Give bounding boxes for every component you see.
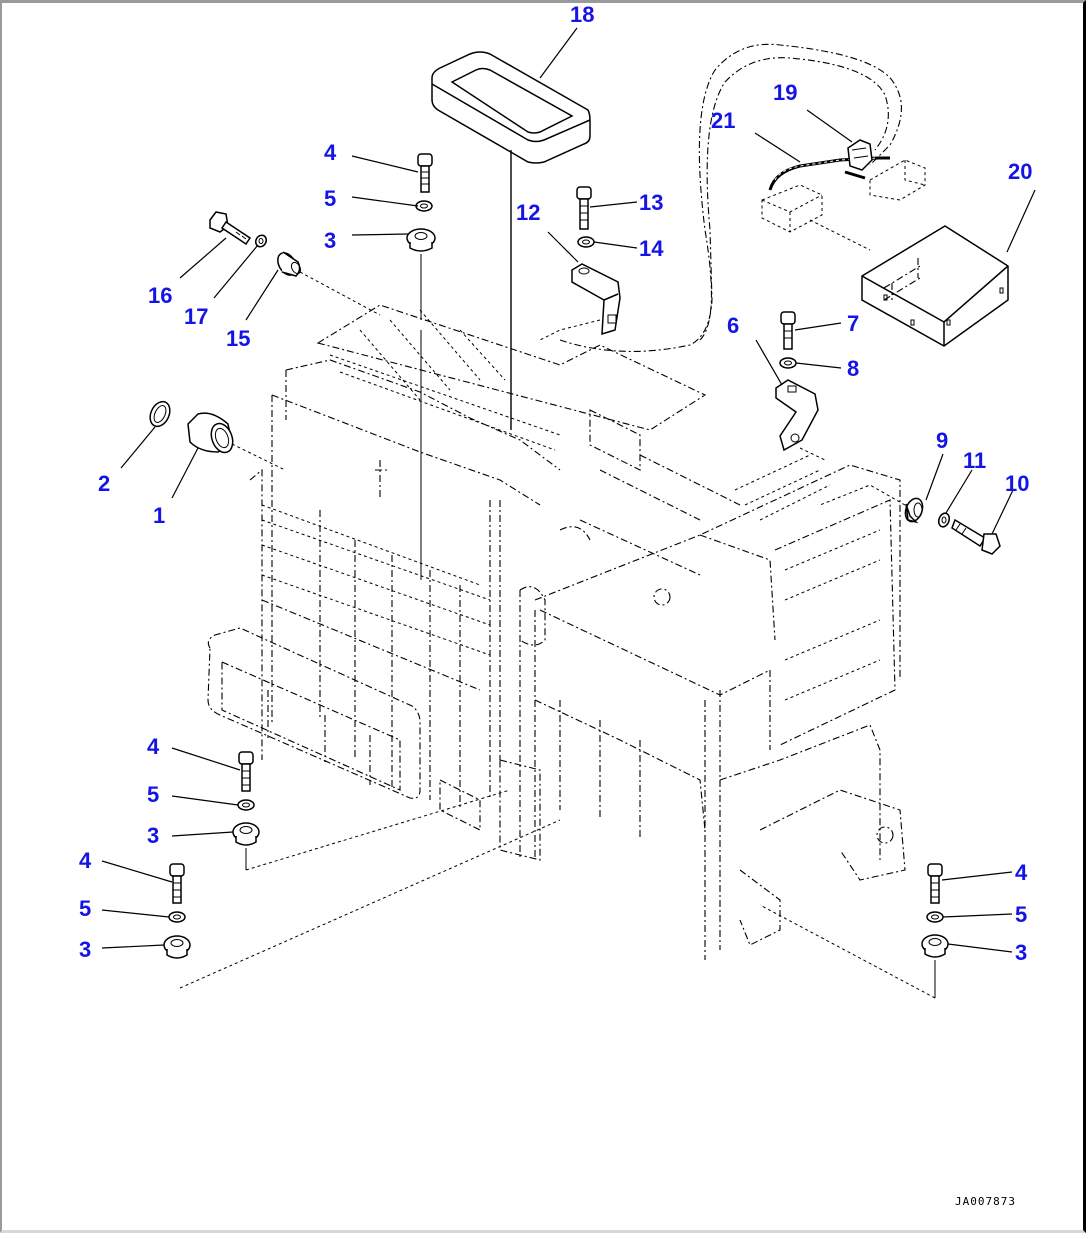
callout-21: 21 [711,108,735,133]
bolt-part-13[interactable] [576,186,592,230]
bracket-part-6[interactable] [775,379,819,452]
washer-part-11[interactable] [937,512,951,529]
leader-lines [101,27,1036,953]
ac-unit-body [207,304,906,960]
bracket-part-12[interactable] [571,263,621,336]
axis-line-9 [819,484,906,506]
callout-9: 9 [936,428,948,453]
grommet-part-3-left-b[interactable] [163,935,191,959]
grommet-part-3-top[interactable] [406,228,436,252]
callout-labels: 18 4 5 3 16 17 15 12 13 14 6 7 8 2 1 9 1… [79,2,1032,965]
axis-line-20 [809,219,871,251]
mount-line-right [759,904,936,999]
callout-15: 15 [226,326,250,351]
washer-part-5-top[interactable] [415,200,433,212]
clip-part-19[interactable] [844,139,873,180]
grommet-part-15[interactable] [274,250,302,279]
callout-4-left-b: 4 [79,848,92,873]
callout-3-left-a: 3 [147,823,159,848]
phantom-connector-b [869,159,926,201]
phantom-connector-a [761,184,823,233]
bolt-part-4-right[interactable] [927,863,943,904]
callout-14: 14 [639,236,664,261]
mount-line-left-a [245,789,511,871]
bolt-part-10[interactable] [951,518,1001,555]
callout-5-right: 5 [1015,902,1027,927]
axis-line-6 [799,447,826,461]
callout-8: 8 [847,356,859,381]
callout-6: 6 [727,313,739,338]
washer-part-17[interactable] [254,233,269,248]
callout-3-right: 3 [1015,940,1027,965]
harness-part-21[interactable] [768,156,890,191]
callout-13: 13 [639,190,663,215]
duct-joint-part-1[interactable] [187,412,237,455]
callout-3-top: 3 [324,228,336,253]
mount-line-left-b [179,819,561,989]
callout-20: 20 [1008,159,1032,184]
washer-part-14[interactable] [577,236,595,248]
callout-17: 17 [184,304,208,329]
callout-19: 19 [773,80,797,105]
callout-4-left-a: 4 [147,734,160,759]
clamp-part-2[interactable] [146,398,173,429]
controller-part-20[interactable] [861,225,1009,347]
washer-part-5-left-a[interactable] [237,799,255,811]
callout-3-left-b: 3 [79,937,91,962]
callout-5-left-b: 5 [79,896,91,921]
harness-phantom-loop-inner [559,57,889,352]
axis-line-1 [231,443,286,471]
washer-part-5-right[interactable] [926,911,944,923]
bolt-part-4-top[interactable] [417,153,433,193]
callout-4-top: 4 [324,140,337,165]
callout-2: 2 [98,471,110,496]
washer-part-8[interactable] [779,357,797,369]
callout-5-left-a: 5 [147,782,159,807]
axis-line-12 [539,319,601,341]
callout-5-top: 5 [324,186,336,211]
callout-18: 18 [570,2,594,27]
harness-phantom-loop [698,43,902,341]
washer-part-5-left-b[interactable] [168,911,186,923]
callout-12: 12 [516,200,540,225]
bolt-part-4-left-a[interactable] [238,751,254,792]
grommet-part-3-right[interactable] [921,934,949,958]
bolt-part-4-left-b[interactable] [169,863,185,904]
callout-1: 1 [153,503,165,528]
bolt-part-7[interactable] [780,311,796,350]
bolt-part-16[interactable] [209,211,252,246]
callout-4-right: 4 [1015,860,1028,885]
axis-line-15 [299,271,381,316]
callout-11: 11 [963,448,986,473]
drawing-id: JA007873 [955,1195,1016,1208]
callout-7: 7 [847,311,859,336]
seal-part-18[interactable] [431,51,591,164]
grommet-part-9[interactable] [902,496,925,524]
callout-16: 16 [148,283,172,308]
callout-10: 10 [1005,471,1029,496]
grommet-part-3-left-a[interactable] [232,822,260,846]
